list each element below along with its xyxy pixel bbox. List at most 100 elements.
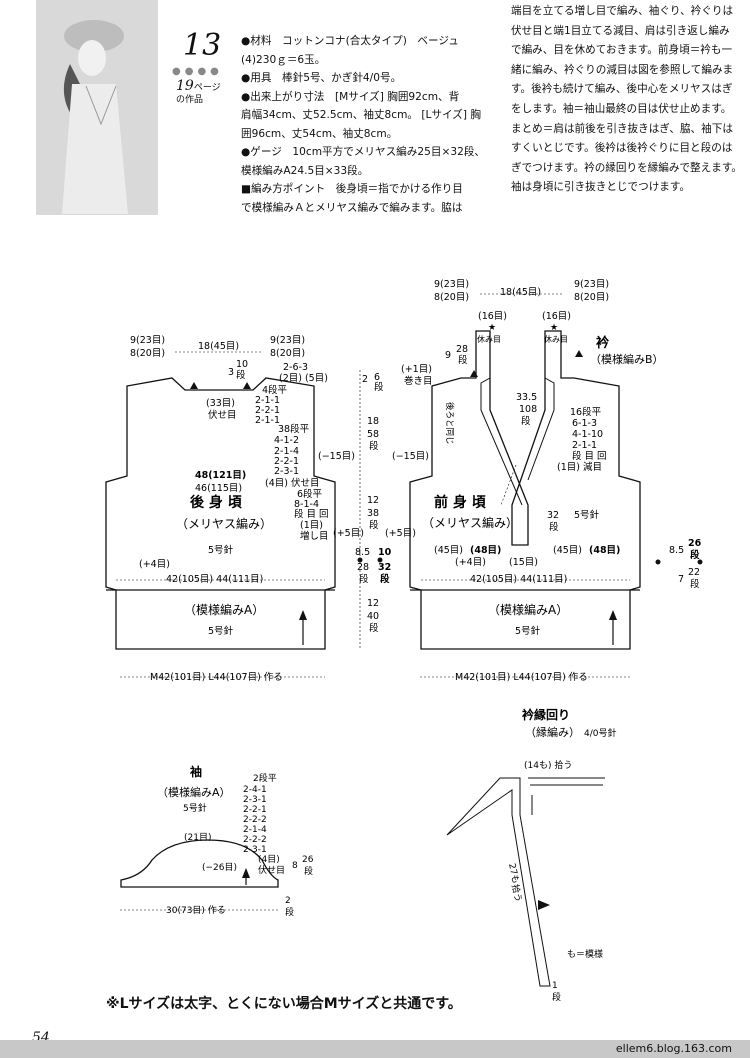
back-shoulder-row: 2-2-1 — [255, 405, 280, 416]
edge-pick2: 27も — [506, 862, 521, 884]
front-neck1: 9 — [445, 350, 451, 361]
sleeve-title: 袖 — [190, 764, 202, 779]
instruction-line: で編み、目を休めておきます。前身頃＝衿も一 — [511, 44, 733, 57]
back-plus5: (+5目) — [333, 528, 364, 539]
instruction-line: ●用具 棒針5号、かぎ針4/0号。 — [241, 72, 402, 84]
front-plus1b: 巻き目 — [404, 375, 433, 387]
front-cast-on: M42(101目) L44(107目) 作る — [455, 671, 588, 683]
front-top-left: 9(23目) — [434, 279, 469, 290]
back-chest-l: 46(115目) — [195, 483, 242, 494]
model-photo — [36, 0, 158, 215]
front-collar-dec: 6-1-3 — [572, 418, 597, 429]
back-needle: 5号針 — [208, 544, 234, 556]
sleeve-row: 2-2-2 — [243, 815, 267, 825]
back-top-right2: 8(20目) — [270, 348, 305, 359]
reference-page-number: 19 — [176, 78, 194, 94]
triangle-marker-icon — [243, 382, 251, 389]
front-collar-rows: 108 — [519, 404, 537, 415]
instruction-line: す。後衿も続けて編み、後中心をメリヤスはぎ — [511, 83, 733, 96]
footer-bar — [0, 1040, 750, 1058]
front-collar-left: (16目) — [478, 311, 507, 322]
right-dim: 22 — [688, 567, 700, 578]
sleeve-row: 2-3-1 — [243, 845, 267, 855]
front-bottom-count: 42(105目) 44(111目) — [470, 574, 567, 585]
right-dim: 段 — [690, 578, 700, 590]
instruction-line: ●材料 コットンコナ(合太タイプ) ベージュ — [241, 35, 459, 47]
front-body-outline — [409, 330, 641, 650]
instructions-column-2: 端目を立てる増し目で編み、袖ぐり、衿ぐりは 伏せ目と端1目立てる減目、肩は引き返… — [511, 2, 750, 198]
edge-pick3: 拾う — [509, 883, 524, 903]
front-r45: (45目) — [553, 545, 582, 556]
front-collar-inner — [480, 377, 523, 506]
vdim: 40 — [367, 611, 379, 622]
sleeve-row: 伏せ目 — [258, 864, 285, 876]
front-pattern-title: （模様編みA） — [488, 602, 568, 617]
front-center2: 段 — [549, 521, 559, 533]
instruction-line: 袖は身頃に引き抜きとじでつけます。 — [511, 181, 691, 194]
dot-marker-icon — [377, 557, 383, 563]
back-neck-rows2: 10 — [236, 359, 248, 370]
back-neck-dec2: 伏せ目 — [208, 409, 237, 421]
sleeve-width: 30(73目) 作る — [166, 904, 226, 916]
instruction-line: をします。袖＝袖山最終の目は伏せ止めます。 — [511, 102, 732, 115]
front-neck3: 段 — [458, 354, 468, 366]
edge-outline — [446, 777, 551, 987]
instructions-column-1: ●材料 コットンコナ(合太タイプ) ベージュ (4)230ｇ＝6玉。 ●用具 棒… — [241, 32, 501, 217]
front-mid15: (15目) — [509, 557, 538, 568]
front-rest-left: 休み目 — [477, 334, 501, 344]
back-shoulder-row: 2-1-1 — [255, 395, 280, 406]
back-plus4: (+4目) — [139, 559, 170, 570]
front-collar-rows2: 段 — [521, 415, 531, 427]
star-icon: ★ — [488, 323, 496, 333]
triangle-marker-icon — [575, 350, 583, 357]
edge-hook: 4/0号針 — [584, 727, 617, 739]
edge-row: 1 — [552, 981, 558, 991]
collar-label: 衿 — [596, 335, 609, 351]
instruction-line: 緒に編み、衿ぐりの減目は図を参照して編みま — [511, 63, 734, 76]
vdim: 段 — [374, 381, 384, 393]
dot-marker-icon — [697, 559, 703, 565]
instruction-line: すくいとじです。後衿は後衿ぐりに目と段のは — [511, 142, 733, 155]
front-top-right: 9(23目) — [574, 279, 609, 290]
front-needle: 5号針 — [574, 509, 600, 521]
sleeve-h2: 26 — [302, 855, 314, 865]
back-side-row: 6段平 — [297, 488, 323, 500]
sleeve-h5: 段 — [285, 906, 294, 918]
vdim: 8.5 — [355, 547, 370, 558]
sleeve-row: 2-2-1 — [243, 805, 267, 815]
instruction-line: ●出来上がり寸法 [Mサイズ] 胸囲92cm、背 — [241, 90, 460, 103]
sleeve-outline — [120, 839, 279, 888]
pattern-number: 13 — [183, 28, 222, 63]
sleeve-needle: 5号針 — [183, 802, 207, 814]
back-pattern-title: （模様編みA） — [184, 602, 264, 617]
front-back-collar: 後ろと同じ — [444, 402, 455, 445]
back-top-mid: 18(45目) — [198, 341, 239, 352]
vdim: 32 — [378, 562, 391, 573]
front-dec-note: (1目) 減目 — [557, 461, 602, 473]
sleeve-row: (4目) — [258, 854, 280, 865]
front-top-right2: 8(20目) — [574, 292, 609, 303]
triangle-marker-icon — [190, 382, 198, 389]
instruction-line: ■編み方ポイント 後身頃＝指でかける作り目 — [241, 183, 463, 195]
front-top-mid: 18(45目) — [500, 287, 541, 298]
back-armhole-row: 2-2-1 — [274, 456, 299, 467]
sleeve-subtitle: （模様編みA） — [157, 785, 231, 799]
arrow-head-icon — [609, 610, 617, 620]
front-title: 前 身 頃 — [434, 494, 487, 511]
vdim-plus5: (+5目) — [385, 528, 416, 539]
edge-title: 衿縁回り — [522, 707, 570, 722]
instruction-line: 肩幅34cm、丈52.5cm、袖丈8cm。 [Lサイズ] 胸 — [241, 109, 481, 121]
vdim: 38 — [367, 508, 379, 519]
edge-pick1: (14も) 拾う — [524, 759, 572, 771]
sleeve-row: 2-1-4 — [243, 825, 267, 835]
back-top-left2: 8(20目) — [130, 348, 165, 359]
back-cast-on: M42(101目) L44(107目) 作る — [150, 671, 283, 683]
arrow-edge-icon — [538, 900, 550, 910]
sleeve-h3: 段 — [304, 865, 313, 877]
collar-sublabel: （模様編みB） — [590, 352, 664, 366]
front-plus4: (+4目) — [455, 557, 486, 568]
front-collar-dec: 4-1-10 — [572, 429, 603, 440]
back-shoulder-row: 2-1-1 — [255, 415, 280, 426]
front-collar-dec: 2-1-1 — [572, 440, 597, 451]
